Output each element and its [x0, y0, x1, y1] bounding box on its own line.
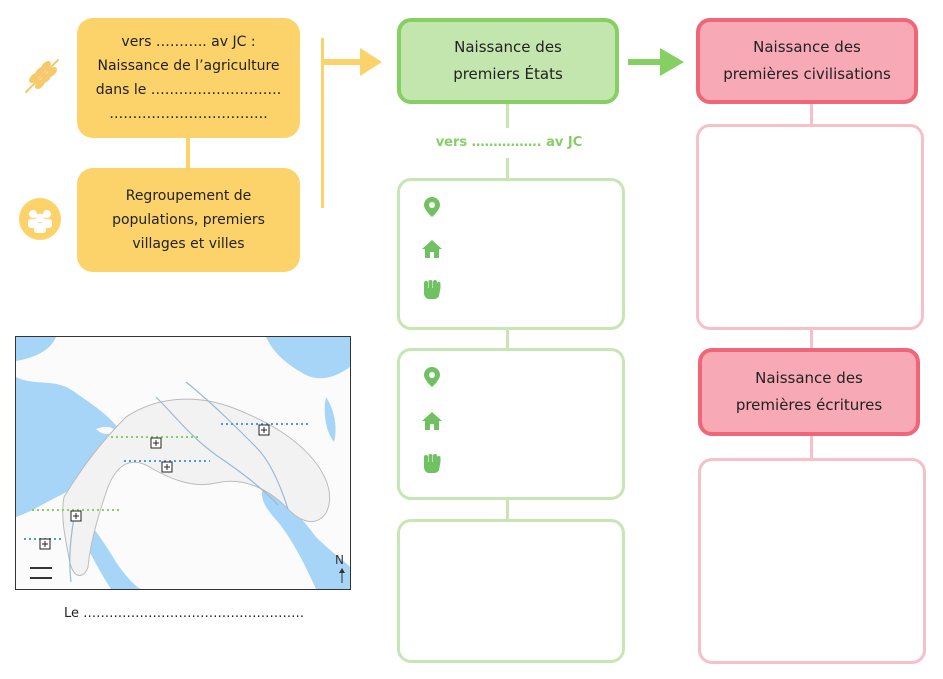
writing-line-2: premières écritures [735, 396, 883, 414]
villages-line-3: villages et villes [132, 236, 245, 252]
first-states-heading: Naissance des premiers États [397, 18, 619, 104]
civilisations-line-1: Naissance des [753, 38, 861, 56]
wheat-icon [20, 52, 66, 102]
first-states-line-1: Naissance des [454, 38, 562, 56]
writing-frame[interactable] [698, 458, 926, 664]
compass-label: N [335, 553, 344, 567]
writing-line-1: Naissance des [755, 369, 863, 387]
house-icon [420, 409, 444, 433]
civilisations-heading: Naissance des premières civilisations [696, 18, 918, 104]
location-pin-icon [420, 365, 444, 389]
first-states-line-2: premiers États [453, 65, 563, 83]
fist-icon [420, 451, 444, 475]
fist-icon [420, 277, 444, 301]
fertile-crescent-map: N [15, 336, 351, 590]
state-frame-2[interactable] [397, 348, 625, 500]
agriculture-line-2: Naissance de l’agriculture [97, 58, 280, 74]
agriculture-line-4: ……………………………. [109, 106, 268, 122]
civilisations-frame[interactable] [696, 124, 924, 330]
location-pin-icon [420, 195, 444, 219]
villages-line-1: Regroupement de [125, 188, 252, 204]
agriculture-line-1: vers ……….. av JC : [121, 34, 256, 50]
writing-heading: Naissance des premières écritures [698, 348, 920, 436]
agriculture-line-3: dans le ………………………. [95, 82, 282, 98]
map-caption: Le …………………………………………… [64, 606, 305, 621]
civilisations-line-2: premières civilisations [723, 65, 891, 83]
house-icon [420, 237, 444, 261]
state-frame-1[interactable] [397, 178, 625, 330]
villages-box: Regroupement de populations, premiers vi… [77, 168, 300, 272]
villages-line-2: populations, premiers [112, 212, 265, 228]
people-icon [18, 197, 62, 245]
agriculture-box: vers ……….. av JC : Naissance de l’agricu… [77, 18, 300, 138]
states-date-label: vers ……………. av JC [435, 135, 583, 150]
state-frame-3[interactable] [397, 519, 625, 663]
